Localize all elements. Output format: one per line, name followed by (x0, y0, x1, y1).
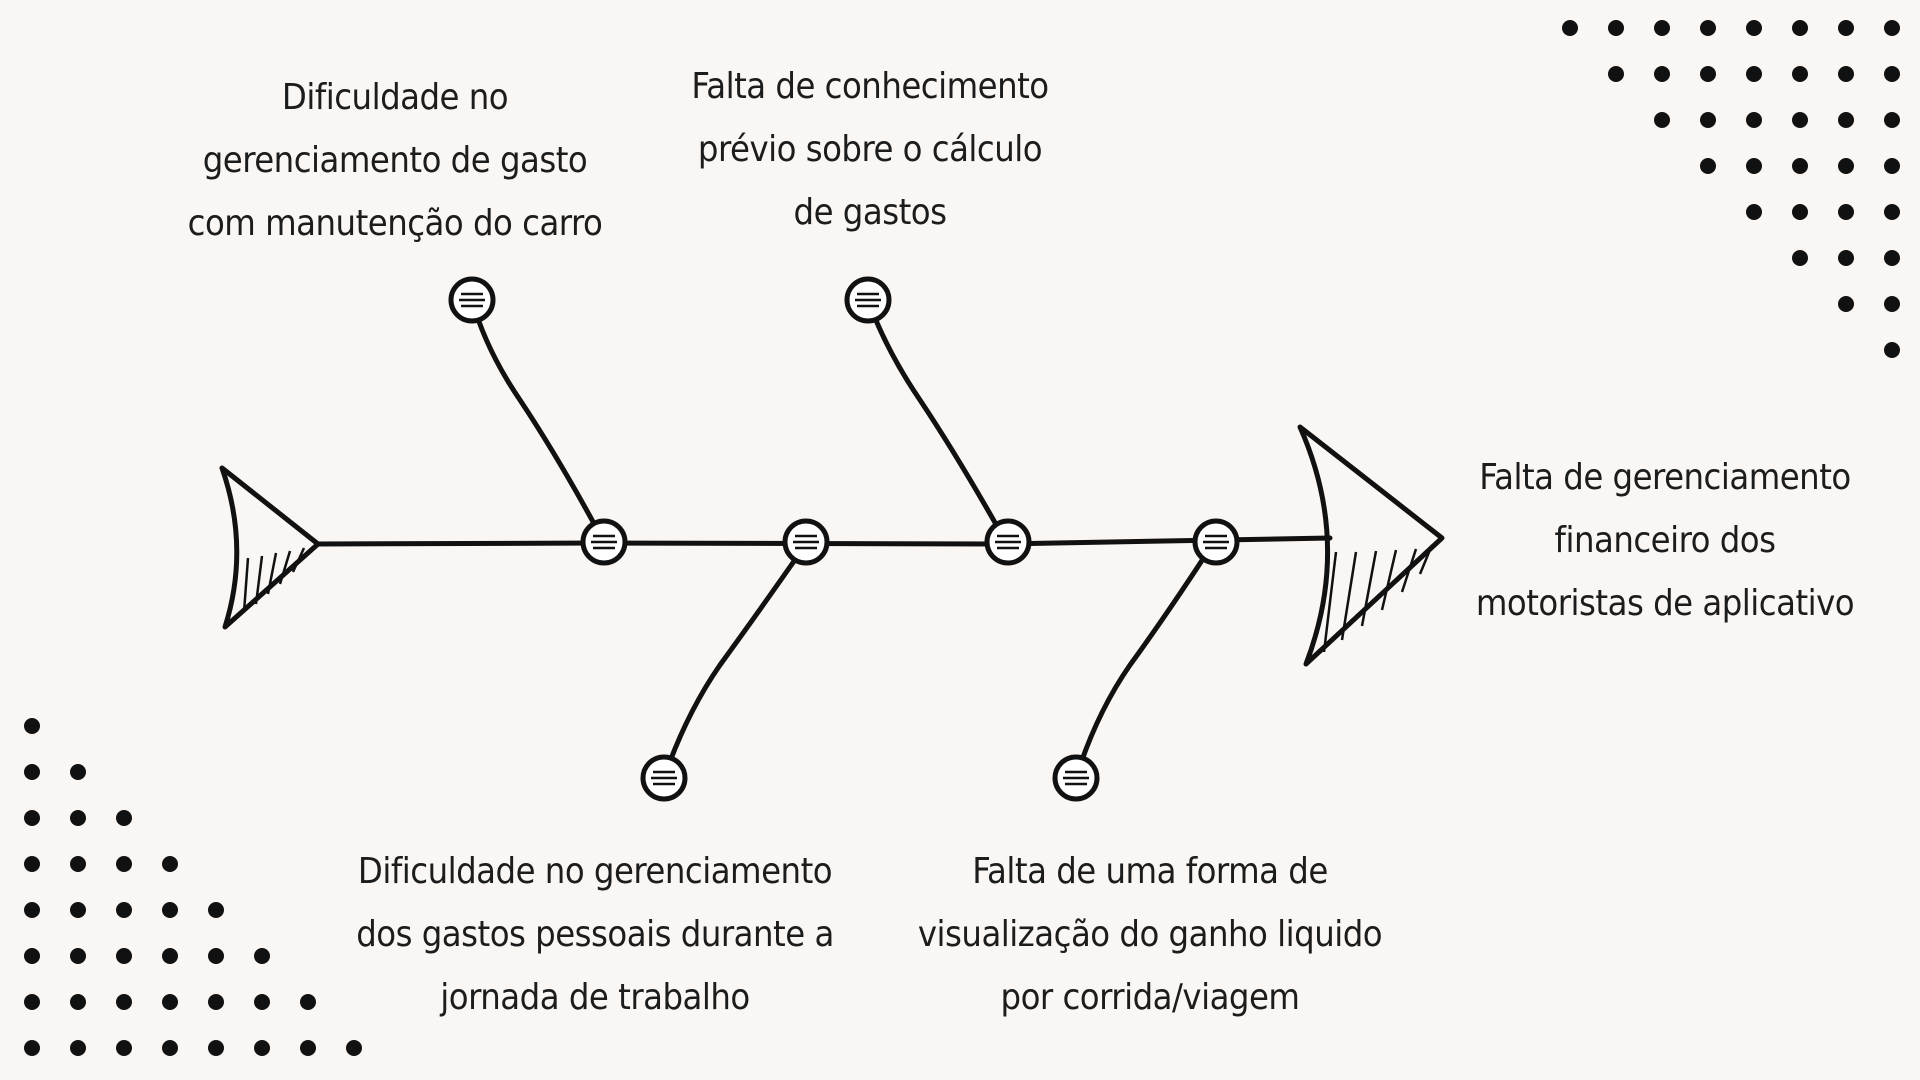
spine-node-2 (782, 518, 830, 566)
decor-dot (162, 856, 178, 872)
decor-dot (116, 856, 132, 872)
decor-dot (300, 1040, 316, 1056)
decor-dot (1884, 204, 1900, 220)
decor-dot (1746, 204, 1762, 220)
decor-dot (254, 1040, 270, 1056)
spine-node-3 (984, 518, 1032, 566)
decor-dot (1562, 20, 1578, 36)
decor-dot (1884, 66, 1900, 82)
decor-dot (1792, 20, 1808, 36)
decor-dot (162, 994, 178, 1010)
decor-dot (1838, 250, 1854, 266)
decor-dot (254, 948, 270, 964)
decor-dot (208, 994, 224, 1010)
decor-dot (70, 764, 86, 780)
decor-dot (1884, 342, 1900, 358)
decor-dot (1792, 250, 1808, 266)
decor-dot (116, 1040, 132, 1056)
decor-dot (24, 948, 40, 964)
decor-dot (116, 994, 132, 1010)
decor-dot (70, 948, 86, 964)
decor-dot (1792, 204, 1808, 220)
decor-dot (1792, 66, 1808, 82)
dot-pattern-bottom-left (24, 718, 362, 1056)
cause-label-4: Falta de uma forma de visualização do ga… (917, 851, 1383, 1018)
decor-dot (24, 718, 40, 734)
decor-dot (1792, 158, 1808, 174)
dot-pattern-top-right (1562, 20, 1900, 358)
decor-dot (24, 856, 40, 872)
decor-dot (1700, 66, 1716, 82)
decor-dot (1746, 20, 1762, 36)
end-node-cause-4 (1052, 754, 1100, 802)
decor-dot (1654, 20, 1670, 36)
decor-dot (24, 902, 40, 918)
decor-dot (1884, 250, 1900, 266)
decor-dot (1654, 112, 1670, 128)
decor-dot (1700, 158, 1716, 174)
cause-label-1: Dificuldade no gerenciamento de gasto co… (187, 77, 603, 244)
decor-dot (1838, 66, 1854, 82)
decor-dot (1838, 158, 1854, 174)
decor-dot (346, 1040, 362, 1056)
decor-dot (1746, 66, 1762, 82)
bone-cause-1 (469, 297, 607, 545)
effect-label: Falta de gerenciamento financeiro dos mo… (1475, 457, 1855, 624)
decor-dot (24, 810, 40, 826)
decor-dot (24, 994, 40, 1010)
decor-dot (116, 948, 132, 964)
end-node-cause-1 (448, 276, 496, 324)
decor-dot (1746, 158, 1762, 174)
decor-dot (162, 1040, 178, 1056)
bone-cause-3 (661, 541, 809, 781)
decor-dot (116, 902, 132, 918)
tail-arrowhead (219, 465, 321, 630)
decor-dot (208, 1040, 224, 1056)
cause-label-2: Falta de conhecimento prévio sobre o cál… (691, 66, 1049, 233)
spine-node-1 (580, 518, 628, 566)
bone-cause-4 (1073, 539, 1217, 781)
decor-dot (1654, 66, 1670, 82)
decor-dot (208, 902, 224, 918)
decor-dot (162, 948, 178, 964)
head-arrowhead (1297, 424, 1445, 667)
decor-dot (1608, 66, 1624, 82)
end-node-cause-2 (844, 276, 892, 324)
decor-dot (1700, 20, 1716, 36)
decor-dot (1884, 20, 1900, 36)
decor-dot (1746, 112, 1762, 128)
decor-dot (162, 902, 178, 918)
decor-dot (70, 856, 86, 872)
decor-dot (300, 994, 316, 1010)
decor-dot (70, 902, 86, 918)
spine-node-4 (1192, 518, 1240, 566)
decor-dot (70, 1040, 86, 1056)
decor-dot (70, 994, 86, 1010)
decor-dot (1792, 112, 1808, 128)
decor-dot (24, 764, 40, 780)
decor-dot (1884, 296, 1900, 312)
cause-label-3: Dificuldade no gerenciamento dos gastos … (356, 851, 834, 1018)
decor-dot (1884, 112, 1900, 128)
decor-dot (70, 810, 86, 826)
decor-dot (1838, 204, 1854, 220)
decor-dot (1838, 296, 1854, 312)
decor-dot (1884, 158, 1900, 174)
decor-dot (1700, 112, 1716, 128)
decor-dot (1608, 20, 1624, 36)
decor-dot (1838, 20, 1854, 36)
decor-dot (1838, 112, 1854, 128)
decor-dot (24, 1040, 40, 1056)
decor-dot (254, 994, 270, 1010)
decor-dot (116, 810, 132, 826)
end-node-cause-3 (640, 754, 688, 802)
bone-cause-2 (865, 297, 1009, 545)
decor-dot (208, 948, 224, 964)
